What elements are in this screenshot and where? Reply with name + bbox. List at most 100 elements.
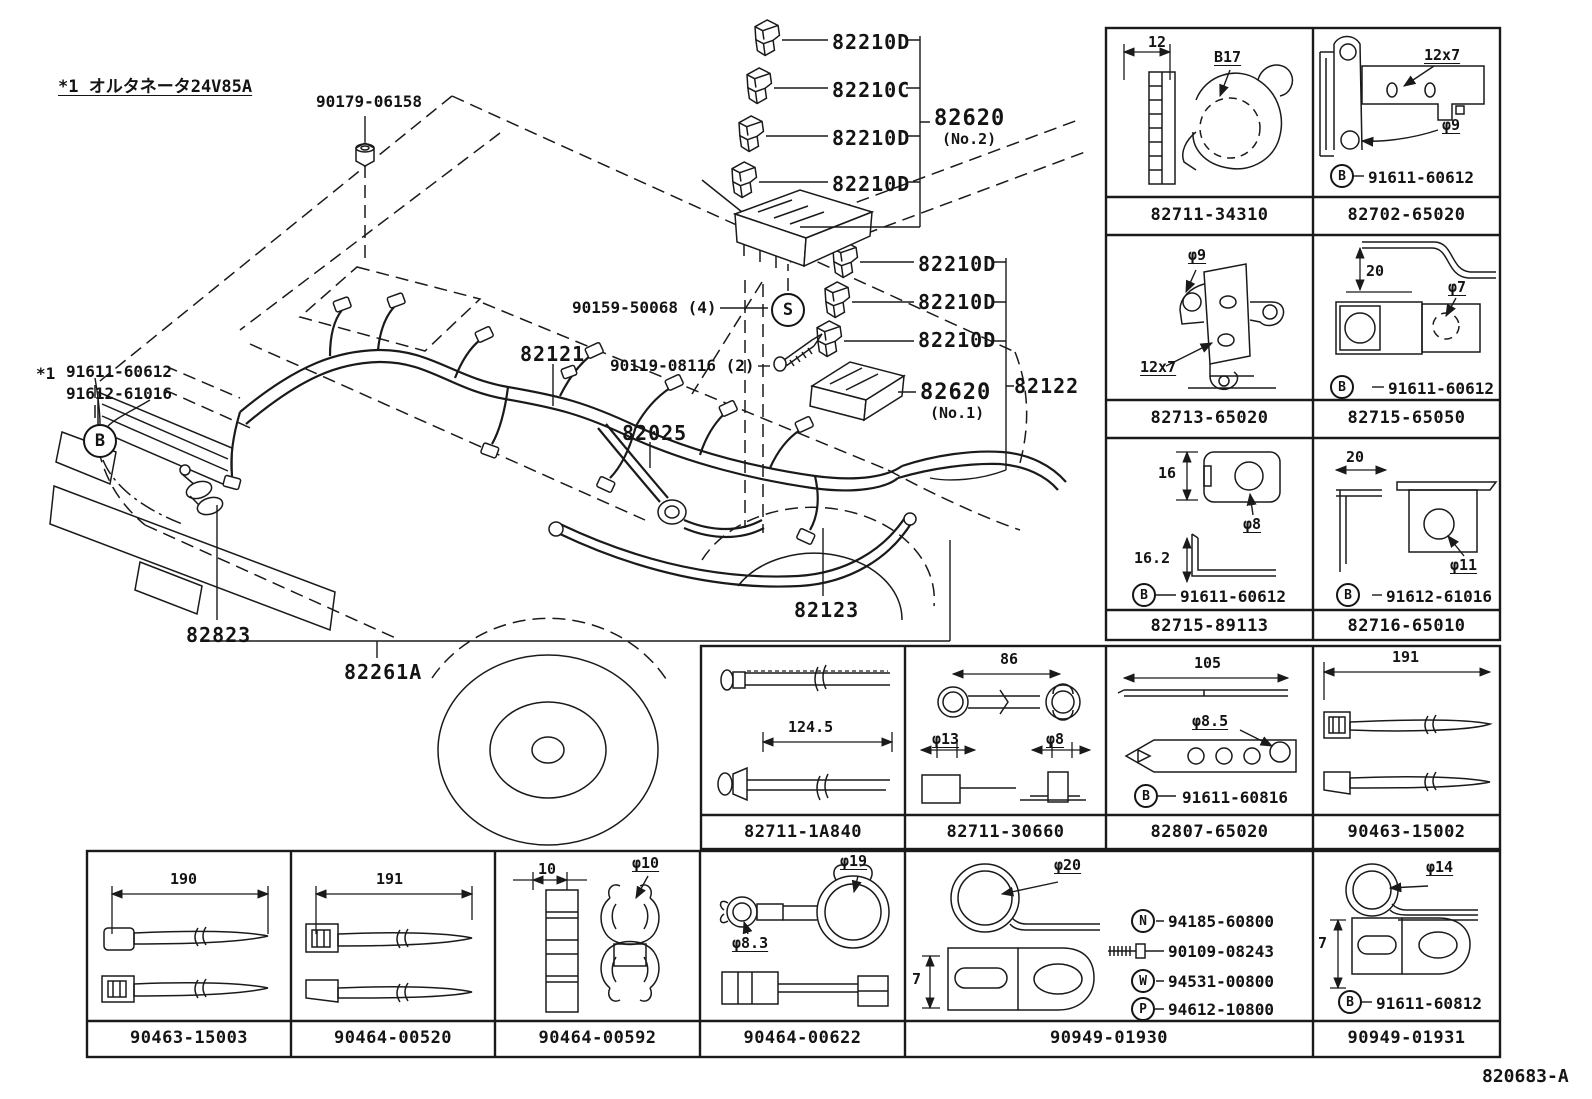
bolt-r3c2: 91612-61016 xyxy=(1386,587,1492,606)
part-band-82716-65010: 82716-65010 xyxy=(1347,616,1466,636)
dim-20-a: 20 xyxy=(1366,262,1385,280)
sketch-90463-15003 xyxy=(101,886,270,1003)
part-band-82713-65020: 82713-65020 xyxy=(1150,408,1269,428)
sketch-82711-30660 xyxy=(919,669,1092,804)
relay-block-no1-icon xyxy=(809,361,906,422)
dim-phi13: φ13 xyxy=(932,730,960,748)
vehicle-outline xyxy=(49,95,1086,846)
label-82123: 82123 xyxy=(794,598,860,622)
circled-b-m3: B xyxy=(1134,784,1158,808)
leader-lines xyxy=(94,36,1014,658)
dim-105: 105 xyxy=(1194,654,1222,672)
dim-phi9-a: φ9 xyxy=(1442,116,1461,134)
dim-phi19: φ19 xyxy=(840,852,868,870)
dim-10: 10 xyxy=(538,860,557,878)
bolt-r2c2: 91611-60612 xyxy=(1388,379,1494,398)
sketch-82711-34310 xyxy=(1122,44,1294,185)
circled-b-marker: B xyxy=(83,424,117,458)
nut-icon xyxy=(355,142,375,167)
label-82261a: 82261A xyxy=(344,660,423,684)
bolt-m3: 91611-60816 xyxy=(1182,788,1288,807)
sketch-82716-65010 xyxy=(1334,465,1498,596)
dim-phi14: φ14 xyxy=(1426,858,1454,876)
part-band-82711-1a840: 82711-1A840 xyxy=(743,822,863,842)
part-94531-00800: 94531-00800 xyxy=(1168,972,1274,991)
label-90179-06158: 90179-06158 xyxy=(316,92,422,111)
label-82620-no1-sub: (No.1) xyxy=(930,404,985,422)
label-82620-no1: 82620 xyxy=(920,380,992,405)
footnote-alternator: *1 オルタネータ24V85A xyxy=(58,77,253,97)
dim-16-2: 16.2 xyxy=(1134,549,1171,567)
sketch-90464-00520 xyxy=(305,886,474,1003)
dim-20-b: 20 xyxy=(1346,448,1365,466)
sketch-82807-65020 xyxy=(1117,673,1297,797)
bolt-b6: 91611-60812 xyxy=(1376,994,1482,1013)
wiring-harness xyxy=(222,292,1067,588)
label-fuse-82210c: 82210C xyxy=(832,78,911,102)
label-fuse-82210d-3: 82210D xyxy=(832,172,911,196)
circled-b-b6: B xyxy=(1338,990,1362,1014)
dim-191-b: 191 xyxy=(376,870,404,888)
part-band-90464-00520: 90464-00520 xyxy=(333,1028,453,1048)
sketch-90949-01931 xyxy=(1330,863,1478,1003)
part-band-90464-00592: 90464-00592 xyxy=(538,1028,657,1048)
relay-block-no2-icon xyxy=(732,189,875,268)
part-band-82715-65050: 82715-65050 xyxy=(1347,408,1466,428)
dim-191-a: 191 xyxy=(1392,648,1420,666)
dim-phi8-b: φ8 xyxy=(1046,730,1065,748)
label-91611-60612: 91611-60612 xyxy=(66,362,172,381)
connector-icons xyxy=(222,292,816,545)
dim-phi8-5: φ8.5 xyxy=(1192,712,1229,730)
bolt-r3c1: 91611-60612 xyxy=(1180,587,1286,606)
sketch-90949-01930 xyxy=(922,863,1164,1011)
dim-phi10: φ10 xyxy=(632,854,660,872)
label-82025: 82025 xyxy=(622,421,688,445)
part-band-82715-89113: 82715-89113 xyxy=(1150,616,1269,636)
part-band-90464-00622: 90464-00622 xyxy=(743,1028,862,1048)
dim-phi8-a: φ8 xyxy=(1243,515,1262,533)
label-fuse-82210d-5: 82210D xyxy=(918,290,997,314)
doc-number: 820683-A xyxy=(1482,1066,1569,1087)
label-fuse-82210d-6: 82210D xyxy=(918,328,997,352)
label-star1: *1 xyxy=(36,364,56,383)
label-fuse-82210d-2: 82210D xyxy=(832,126,911,150)
dim-190: 190 xyxy=(170,870,198,888)
part-94185-60800: 94185-60800 xyxy=(1168,912,1274,931)
label-fuse-82210d-4: 82210D xyxy=(918,252,997,276)
part-band-90949-01931: 90949-01931 xyxy=(1347,1028,1466,1048)
sketch-90464-00622 xyxy=(719,864,890,1007)
label-91612-61016: 91612-61016 xyxy=(66,384,172,403)
part-band-82702-65020: 82702-65020 xyxy=(1347,205,1466,225)
dim-124-5: 124.5 xyxy=(788,718,834,736)
sketch-82715-65050 xyxy=(1335,241,1496,388)
part-band-90463-15002: 90463-15002 xyxy=(1347,822,1466,842)
dim-phi7: φ7 xyxy=(1448,278,1467,296)
screw-icon xyxy=(773,333,823,372)
part-band-82807-65020: 82807-65020 xyxy=(1150,822,1269,842)
dim-12x7-b: 12x7 xyxy=(1140,358,1177,376)
circled-b-r1c2: B xyxy=(1330,164,1354,188)
part-band-90463-15003: 90463-15003 xyxy=(129,1028,249,1048)
part-band-90949-01930: 90949-01930 xyxy=(1049,1028,1169,1048)
dim-phi11: φ11 xyxy=(1450,556,1478,574)
label-90159-50068: 90159-50068 (4) xyxy=(572,298,717,317)
clip-icons-82823 xyxy=(179,464,224,516)
part-94612-10800: 94612-10800 xyxy=(1168,1000,1274,1019)
circled-n-b5: N xyxy=(1131,909,1155,933)
dim-12x7-a: 12x7 xyxy=(1424,46,1461,64)
sketch-90464-00592 xyxy=(513,872,660,1013)
dim-7-b: 7 xyxy=(1318,934,1328,952)
label-90119-08116: 90119-08116 (2) xyxy=(610,356,755,375)
circled-p-b5: P xyxy=(1131,997,1155,1021)
circled-s-marker: S xyxy=(771,293,805,327)
sketch-90463-15002 xyxy=(1322,662,1493,795)
dim-phi20: φ20 xyxy=(1054,856,1082,874)
sketch-82711-1A840 xyxy=(717,664,894,802)
circled-b-r3c1: B xyxy=(1132,583,1156,607)
bolt-r1c2: 91611-60612 xyxy=(1368,168,1474,187)
dim-12: 12 xyxy=(1148,33,1167,51)
sketch-82713-65020 xyxy=(1165,263,1285,390)
sketch-82715-89113 xyxy=(1156,450,1281,596)
